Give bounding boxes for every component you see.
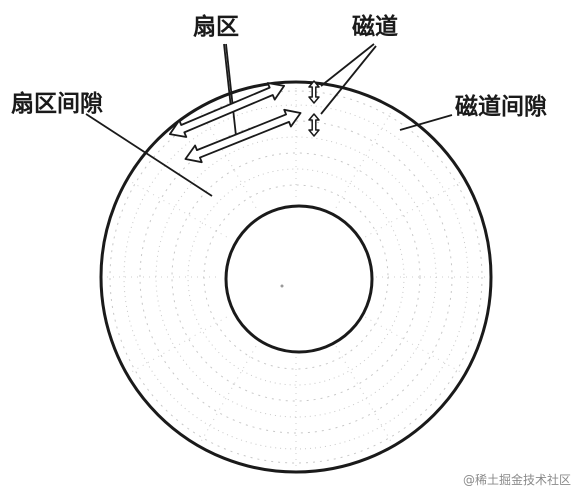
sector-mark [365, 180, 463, 238]
track-arrow-upper [308, 80, 320, 104]
sector-label: 扇区 [193, 14, 239, 40]
track-pointer-b [320, 45, 377, 115]
track-ring [109, 90, 483, 464]
track-texture [104, 85, 488, 469]
track-ring [139, 120, 453, 434]
track-arrow-lower [308, 113, 320, 137]
track-ring [171, 152, 421, 402]
track-gap-pointer [399, 114, 453, 131]
sector-arrow-outer [168, 82, 286, 138]
track-gap-label: 磁道间隙 [455, 94, 547, 120]
sector-mark [199, 110, 257, 208]
sector-mark [199, 346, 257, 444]
sector-mark [129, 316, 227, 374]
sector-pointer-a [223, 43, 232, 109]
sector-arrow-inner [184, 108, 302, 164]
sector-gap-label: 扇区间隙 [11, 91, 103, 117]
track-label: 磁道 [352, 14, 398, 40]
disk-hub [224, 204, 374, 354]
track-ring [123, 104, 469, 450]
track-pointer-a [320, 43, 375, 87]
sector-gap-pointer [85, 113, 213, 197]
watermark: @稀土掘金技术社区 [463, 473, 572, 487]
sector-pointer-b [225, 43, 237, 137]
sector-mark [365, 316, 463, 374]
track-ring [187, 168, 405, 386]
hub-center-dot [280, 284, 284, 288]
disk-outer-edge [99, 80, 493, 474]
sector-mark [335, 346, 393, 444]
sector-mark [335, 110, 393, 208]
sector-mark [129, 180, 227, 238]
